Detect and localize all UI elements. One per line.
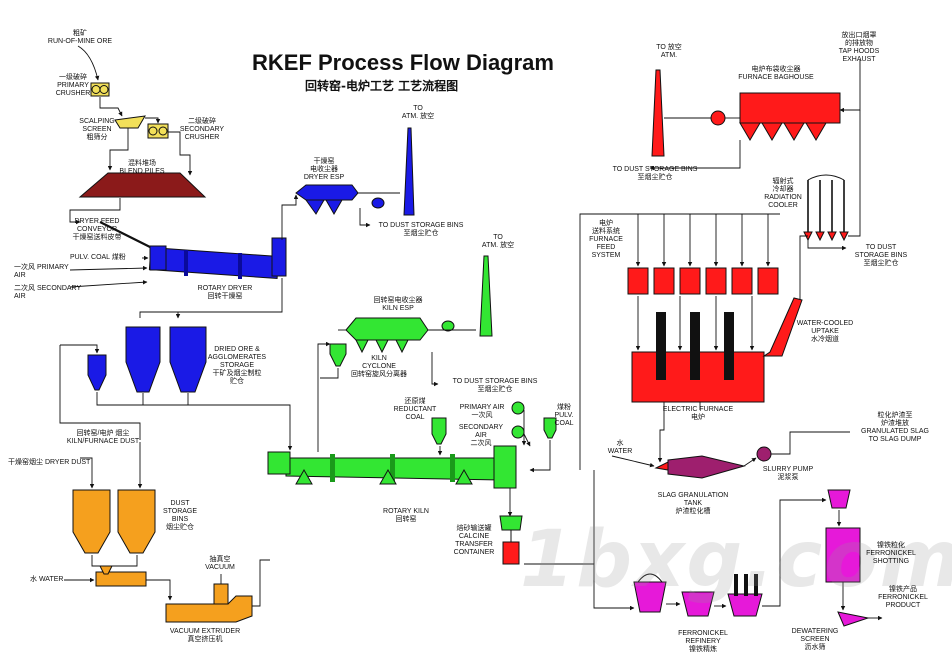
dried-ore-storage-bins (87, 326, 207, 393)
label-dryer-esp: 干燥窑 电收尘器 DRYER ESP (303, 158, 345, 181)
rotary-dryer (148, 237, 287, 279)
rotary-kiln (267, 445, 517, 489)
label-vacuum-extruder: VACUUM EXTRUDER 真空挤压机 (169, 628, 241, 643)
dust-storage-bins (72, 489, 156, 554)
furnace-baghouse (710, 92, 841, 141)
label-water-left: 水 WATER (30, 576, 64, 583)
scalping-screen (114, 115, 146, 129)
label-radiation-cooler: 辐射式 冷却器 RADIATION COOLER (764, 178, 802, 209)
watermark: 1bxg.com (520, 515, 952, 605)
dryer-stack (371, 127, 415, 216)
diagram-subtitle: 回转窑-电炉工艺 工艺流程图 (305, 79, 459, 93)
kiln-air-fans (511, 401, 557, 439)
label-reductant-coal: 还原煤 REDUCTANT COAL (393, 398, 437, 421)
label-dryer-feed-conveyor: DRYER FEED CONVEYOR 干燥窑送料皮带 (72, 218, 122, 241)
label-secondary-air-dryer: 二次风 SECONDARY AIR (14, 285, 82, 300)
slurry-pump (756, 446, 772, 462)
label-dust-bins-dryer: TO DUST STORAGE BINS 至烟尘贮仓 (378, 222, 464, 237)
label-granulated-slag: 粒化炉渣至 炉渣堆放 GRANULATED SLAG TO SLAG DUMP (861, 412, 929, 443)
furnace-feed-bins (627, 267, 779, 295)
label-to-atm-kiln: TO ATM. 放空 (481, 234, 515, 249)
kiln-stack (441, 255, 493, 337)
label-dust-bins-furnace: TO DUST STORAGE BINS 至烟尘贮仓 (612, 166, 698, 181)
label-dust-bins-kiln: TO DUST STORAGE BINS 至烟尘贮仓 (452, 378, 538, 393)
ferronickel-shotting (825, 489, 861, 583)
label-water-cooled-uptake: WATER-COOLED UPTAKE 水冷烟道 (796, 320, 854, 343)
label-rotary-kiln: ROTARY KILN 回转窑 (383, 508, 429, 523)
kiln-cyclone (329, 343, 347, 367)
slag-granulation-tank (654, 455, 746, 479)
label-dewatering-screen: DEWATERING SCREEN 沥水筛 (791, 628, 839, 651)
ferronickel-refinery (633, 573, 763, 617)
furnace-stack (651, 69, 665, 157)
dryer-flow-lines (69, 192, 400, 319)
secondary-crusher (147, 123, 169, 139)
label-to-atm-dryer: TO ATM. 放空 (401, 105, 435, 120)
label-pulv-coal-kiln: 煤粉 PULV. COAL (554, 404, 574, 427)
label-kiln-cyclone: KILN CYCLONE 回转窑旋风分离器 (351, 355, 407, 378)
pug-mill (95, 565, 147, 587)
label-ferronickel-product: 镍铁产品 FERRONICKEL PRODUCT (878, 586, 928, 609)
vacuum-extruder (165, 583, 253, 623)
label-primary-crusher: 一级破碎 PRIMARY CRUSHER (55, 74, 91, 97)
slag-flow-lines (611, 431, 850, 468)
label-dust-bins-cooler: TO DUST STORAGE BINS 至烟尘贮仓 (854, 244, 908, 267)
dust-flow-lines (64, 442, 270, 607)
offgas-flow-lines (649, 60, 861, 300)
label-tap-hoods: 放出口烟罩 的排放物 TAP HOODS EXHAUST (838, 32, 880, 63)
electric-furnace (631, 297, 803, 403)
label-pulv-coal-dryer: PULV. COAL 煤粉 (70, 254, 126, 261)
storage-flow-lines (59, 344, 293, 451)
label-kiln-furnace-dust: 回转窑/电炉 烟尘 KILN/FURNACE DUST (66, 430, 140, 445)
label-slag-tank: SLAG GRANULATION TANK 炉渣粒化槽 (657, 492, 729, 515)
label-secondary-crusher: 二级破碎 SECONDARY CRUSHER (179, 118, 225, 141)
label-rotary-dryer: ROTARY DRYER 回转干燥窑 (197, 285, 253, 300)
label-primary-air-kiln: PRIMARY AIR 一次风 (459, 404, 505, 419)
label-blend-piles: 混料堆场 BLEND PILES (119, 160, 165, 175)
kiln-esp (345, 317, 429, 354)
diagram-title: RKEF Process Flow Diagram (252, 50, 554, 75)
label-dried-ore-storage: DRIED ORE & AGGLOMERATES STORAGE 干矿及烟尘制粒… (207, 346, 267, 385)
label-furnace-baghouse: 电炉布袋收尘器 FURNACE BAGHOUSE (738, 66, 814, 81)
furnace-flow-lines (524, 213, 780, 611)
label-dryer-dust: 干燥窑烟尘 DRYER DUST (8, 459, 91, 466)
label-primary-air-dryer: 一次风 PRIMARY AIR (14, 264, 69, 279)
label-electric-furnace: ELECTRIC FURNACE 电炉 (662, 406, 734, 421)
primary-crusher (90, 82, 110, 97)
reductant-coal-bin (431, 417, 447, 445)
label-water-right: 水 WATER (607, 440, 633, 455)
label-furnace-feed: 电炉 送料系统 FURNACE FEED SYSTEM (589, 220, 623, 259)
radiation-cooler (803, 174, 849, 242)
label-vacuum: 抽真空 VACUUM (205, 556, 235, 571)
dryer-esp (295, 184, 359, 216)
label-dust-storage-bins: DUST STORAGE BINS 烟尘贮仓 (162, 500, 198, 531)
calcine-transfer-container (499, 515, 523, 565)
kiln-flow-lines (317, 329, 551, 517)
label-kiln-esp: 回转窑电收尘器 KILN ESP (373, 297, 423, 312)
label-slurry-pump: SLURRY PUMP 泥浆泵 (762, 466, 814, 481)
label-to-atm-furnace: TO 放空 ATM. (656, 44, 682, 59)
refinery-flow-lines (666, 497, 883, 621)
label-ferronickel-refinery: FERRONICKEL REFINERY 镍铁精炼 (678, 630, 728, 653)
label-scalping-screen: SCALPING SCREEN 粗筛分 (79, 118, 115, 141)
label-calcine-container: 焙砂输送罐 CALCINE TRANSFER CONTAINER (453, 525, 495, 556)
label-rom-ore: 粗矿 RUN-OF-MINE ORE (47, 30, 113, 45)
blend-piles (78, 172, 207, 198)
label-ferronickel-shotting: 镍铁粒化 FERRONICKEL SHOTTING (866, 542, 916, 565)
dewatering-screen (837, 611, 870, 627)
label-secondary-air-kiln: SECONDARY AIR 二次风 (458, 424, 504, 447)
